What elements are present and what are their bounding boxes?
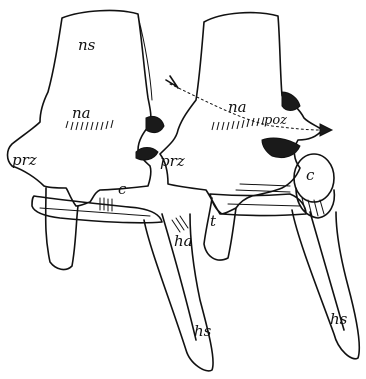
- label-hs-right: hs: [330, 310, 348, 328]
- label-na-right: na: [228, 98, 247, 116]
- label-prz-mid: prz: [160, 152, 185, 170]
- left-centrum: [32, 196, 162, 223]
- label-hs-left: hs: [194, 322, 212, 340]
- right-lower-process: [204, 198, 236, 260]
- left-zygapophysis-dark-lower: [136, 148, 158, 161]
- label-c-left: c: [118, 180, 127, 198]
- left-zygapophysis-dark: [146, 116, 164, 132]
- arrow-tail-icon: [166, 76, 178, 88]
- label-ns: ns: [78, 36, 96, 54]
- right-haemal-arch: [292, 210, 359, 359]
- label-prz-left: prz: [12, 151, 37, 169]
- label-t: t: [210, 212, 217, 230]
- label-c-right: c: [306, 166, 315, 184]
- right-arch-hatching: [212, 117, 264, 130]
- label-ha: ha: [174, 232, 193, 250]
- right-zygapophysis-dark: [282, 92, 300, 111]
- arrow-head-icon: [320, 124, 332, 136]
- label-poz: poz: [264, 113, 287, 128]
- label-na-left: na: [72, 104, 91, 122]
- right-vertebra: [160, 13, 334, 260]
